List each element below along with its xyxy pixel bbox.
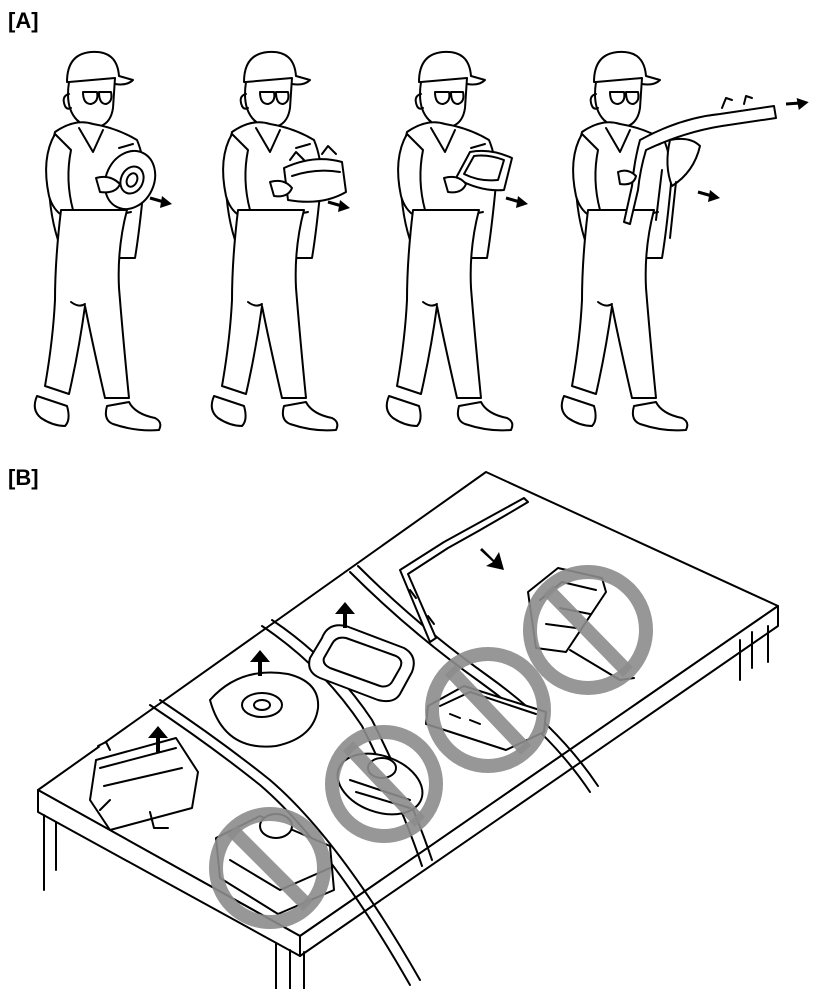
direction-arrow-icon xyxy=(696,188,722,204)
bench-knee-airbag-up-icon xyxy=(308,624,415,703)
curtain-airbag-icon xyxy=(623,95,777,239)
up-arrow-icon xyxy=(250,650,270,676)
prohibition-slash-icon xyxy=(227,825,313,911)
up-arrow-icon xyxy=(335,602,355,628)
up-arrow-icon xyxy=(148,726,168,752)
bench-curtain-airbag-icon xyxy=(399,497,529,643)
panel-label-a: [A] xyxy=(8,8,39,33)
panel-label-b: [B] xyxy=(8,465,39,490)
figure-technician-3 xyxy=(385,50,530,432)
direction-arrow-icon xyxy=(148,194,174,210)
knee-airbag-icon xyxy=(455,149,513,192)
steering-airbag-icon xyxy=(103,149,157,211)
prohibition-slash-icon xyxy=(444,665,532,755)
direction-arrow-icon xyxy=(326,198,352,214)
bench-passenger-airbag-icon xyxy=(89,737,199,831)
prohibition-slash-icon xyxy=(342,741,426,827)
figure-technician-4 xyxy=(560,50,812,432)
direction-arrow-icon xyxy=(783,93,812,115)
figure-technician-2 xyxy=(210,50,352,432)
prohibition-mark-icon xyxy=(425,647,551,773)
down-arrow-icon xyxy=(480,548,504,570)
prohibition-slash-icon xyxy=(542,585,634,677)
prohibition-mark-icon xyxy=(523,565,653,695)
passenger-airbag-icon xyxy=(283,145,347,203)
prohibition-mark-icon xyxy=(325,725,443,843)
bench-steering-airbag-up-icon xyxy=(209,671,320,748)
figure-technician-1 xyxy=(33,50,174,432)
prohibition-mark-icon xyxy=(209,807,331,929)
direction-arrow-icon xyxy=(504,194,530,210)
